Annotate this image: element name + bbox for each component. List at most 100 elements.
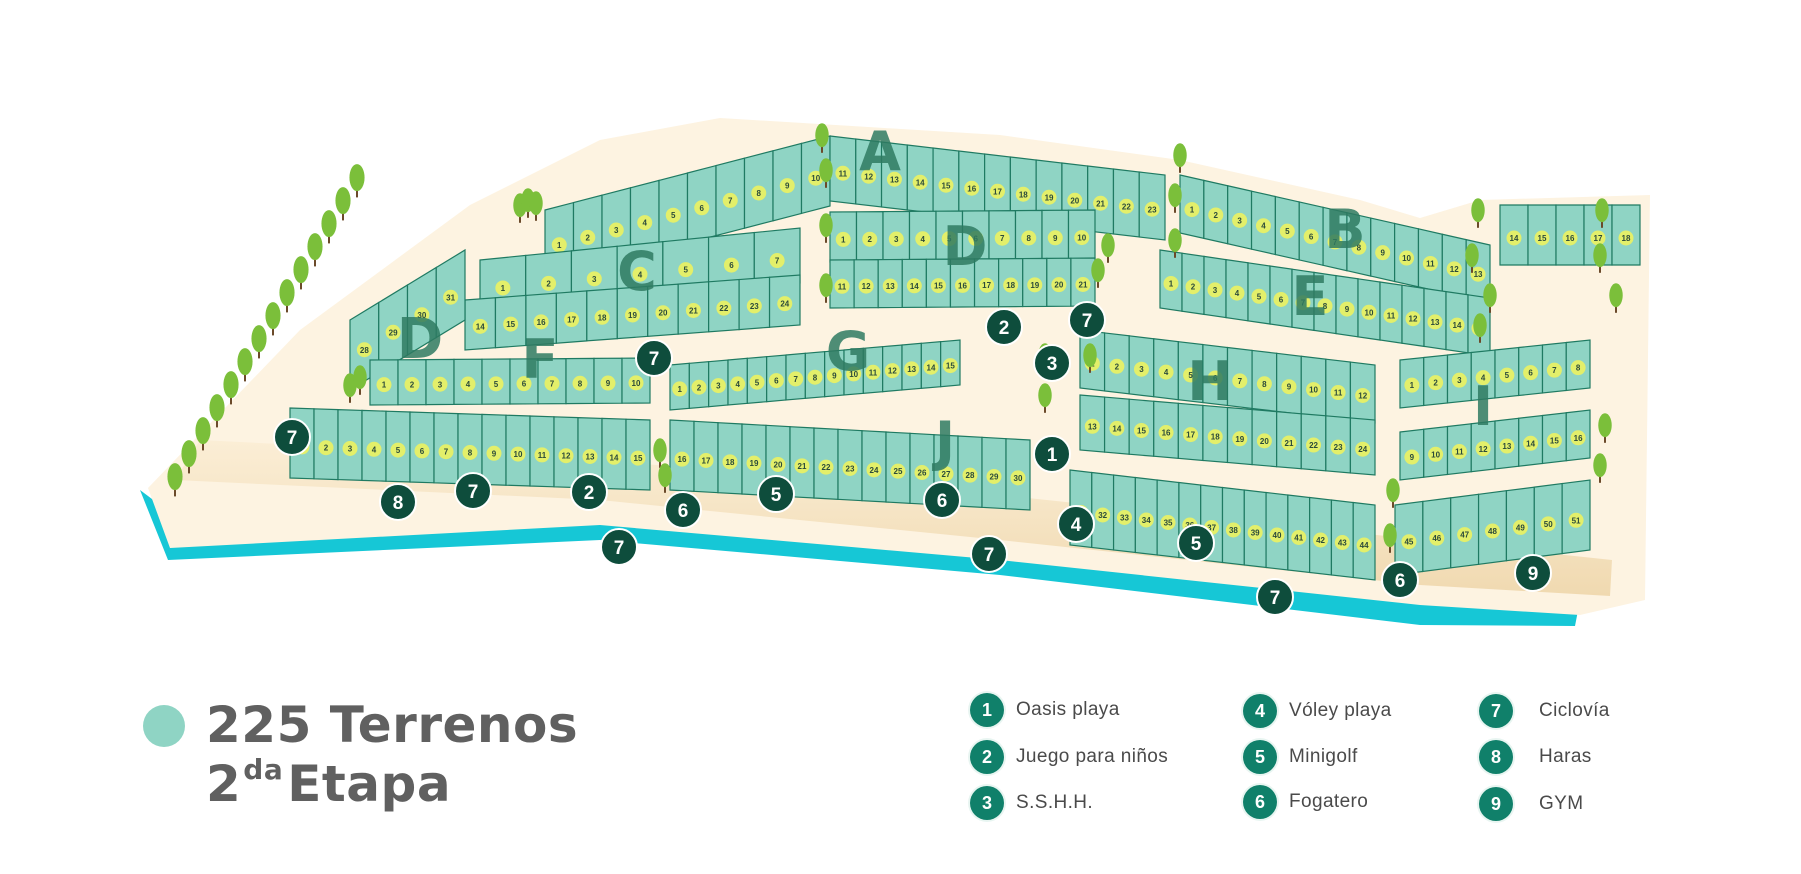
lot-number: 9 bbox=[785, 182, 790, 191]
lot-number-dot bbox=[582, 449, 598, 464]
lot-number: 19 bbox=[1030, 281, 1039, 290]
amenity-marker[interactable]: 6 bbox=[923, 481, 961, 519]
lot-number-dot bbox=[722, 192, 738, 208]
lot-number-dot bbox=[672, 381, 688, 397]
lot-number: 42 bbox=[1316, 536, 1325, 545]
lot-number: 48 bbox=[1488, 527, 1497, 536]
amenity-marker[interactable]: 5 bbox=[1177, 524, 1215, 562]
lot-number: 21 bbox=[1096, 199, 1105, 208]
lot-number: 14 bbox=[1112, 424, 1121, 433]
lot-number-dot bbox=[1422, 255, 1438, 271]
lot-number: 20 bbox=[774, 461, 783, 470]
lot-number-dot bbox=[842, 461, 858, 476]
lot-number: 7 bbox=[775, 257, 780, 266]
amenity-marker[interactable]: 3 bbox=[1033, 344, 1071, 382]
lot-number-dot bbox=[1313, 532, 1329, 548]
lot-number-dot bbox=[628, 375, 644, 391]
lot-number-dot bbox=[586, 271, 602, 287]
lot-number: 11 bbox=[869, 368, 878, 377]
amenity-marker[interactable]: 7 bbox=[1256, 578, 1294, 616]
tree-icon bbox=[349, 164, 365, 198]
amenity-marker[interactable]: 7 bbox=[273, 418, 311, 456]
lot-number: 18 bbox=[1019, 190, 1028, 199]
amenity-marker[interactable]: 7 bbox=[600, 528, 638, 566]
lot-number-dot bbox=[1074, 230, 1090, 246]
lot-number-dot bbox=[1138, 512, 1154, 528]
lot-number-dot bbox=[990, 183, 1005, 199]
marker-number: 8 bbox=[393, 493, 404, 514]
lot-number: 14 bbox=[1453, 321, 1462, 330]
lot-number-dot bbox=[1027, 277, 1043, 293]
lot-number: 16 bbox=[537, 318, 546, 327]
amenity-marker[interactable]: 2 bbox=[570, 473, 608, 511]
tree-icon bbox=[1595, 198, 1609, 228]
summary-stage: 2daEtapa bbox=[206, 756, 451, 810]
tree-icon bbox=[1173, 143, 1187, 173]
lot-number-dot bbox=[1470, 266, 1486, 282]
lot-number-dot bbox=[1429, 530, 1445, 546]
lot-number-dot bbox=[691, 379, 707, 395]
lot-number: 4 bbox=[1235, 289, 1240, 298]
lot-number-dot bbox=[1010, 470, 1026, 486]
lot-number-dot bbox=[1109, 420, 1125, 436]
lot-number: 3 bbox=[716, 382, 721, 391]
amenity-marker[interactable]: 8 bbox=[379, 483, 417, 521]
lot-number-dot bbox=[1291, 530, 1307, 545]
tree-icon bbox=[307, 233, 323, 267]
marker-number: 1 bbox=[1047, 445, 1058, 466]
lot-number-dot bbox=[1499, 438, 1515, 454]
lot-number-dot bbox=[1003, 277, 1019, 293]
lot-number: 7 bbox=[444, 448, 449, 457]
lot-number-dot bbox=[1158, 364, 1174, 380]
lot-number-dot bbox=[630, 450, 646, 466]
amenity-marker[interactable]: 1 bbox=[1033, 435, 1071, 473]
amenity-marker[interactable]: 2 bbox=[985, 308, 1023, 346]
tree-icon bbox=[1471, 198, 1485, 228]
amenity-marker[interactable]: 7 bbox=[970, 535, 1008, 573]
lot-number: 1 bbox=[382, 381, 387, 390]
lot-number: 17 bbox=[1594, 234, 1603, 243]
tree-icon bbox=[1168, 228, 1182, 258]
lot-number-dot bbox=[698, 453, 714, 468]
lot-number-dot bbox=[594, 309, 610, 325]
stage-word: Etapa bbox=[287, 755, 452, 813]
lot-number: 20 bbox=[1260, 437, 1269, 446]
amenity-marker[interactable]: 7 bbox=[454, 472, 492, 510]
amenity-marker[interactable]: 6 bbox=[1381, 561, 1419, 599]
lot-number-dot bbox=[1306, 382, 1322, 398]
lot-number: 8 bbox=[1323, 302, 1328, 311]
lot-number-dot bbox=[1427, 314, 1443, 330]
lot-number: 24 bbox=[870, 466, 879, 475]
marker-number: 7 bbox=[1270, 588, 1281, 609]
lot-number-dot bbox=[768, 373, 784, 389]
amenity-marker[interactable]: 6 bbox=[664, 491, 702, 529]
legend-label: Ciclovía bbox=[1539, 700, 1610, 721]
lot-number: 15 bbox=[942, 181, 951, 190]
amenity-marker[interactable]: 5 bbox=[757, 475, 795, 513]
amenity-marker[interactable]: 4 bbox=[1057, 505, 1095, 543]
tree-icon bbox=[819, 158, 833, 188]
lot-number: 2 bbox=[868, 235, 873, 244]
lot-number: 8 bbox=[757, 189, 762, 198]
lot-number-dot bbox=[865, 364, 881, 380]
block-letter: C bbox=[617, 240, 657, 303]
marker-number: 5 bbox=[771, 485, 782, 506]
lot-number-dot bbox=[1116, 510, 1132, 525]
amenity-marker[interactable]: 7 bbox=[1068, 301, 1106, 339]
lot-number-dot bbox=[1428, 375, 1444, 391]
lot-number: 4 bbox=[643, 219, 648, 228]
amenity-marker[interactable]: 9 bbox=[1514, 554, 1552, 592]
lot-number-dot bbox=[572, 375, 588, 391]
lot-number-dot bbox=[834, 278, 850, 294]
lot-number: 29 bbox=[389, 328, 398, 337]
lot-number-dot bbox=[1229, 285, 1245, 301]
amenity-marker[interactable]: 7 bbox=[635, 339, 673, 377]
block-letter: F bbox=[522, 328, 559, 391]
lot-number: 10 bbox=[849, 370, 858, 379]
tree-icon bbox=[223, 371, 239, 405]
lot-number-dot bbox=[794, 458, 810, 474]
